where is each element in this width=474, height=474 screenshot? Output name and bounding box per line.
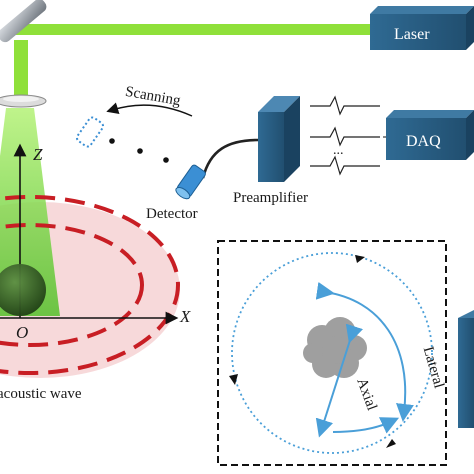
scanning-path <box>75 116 169 163</box>
lateral-arrow <box>315 281 414 422</box>
daq-box: DAQ <box>386 110 474 160</box>
lens <box>0 94 47 108</box>
detector-label: Detector <box>146 206 198 222</box>
sample-sphere <box>0 264 46 316</box>
acoustic-wavefronts <box>0 195 180 375</box>
laser-label: Laser <box>394 26 430 43</box>
inset-box <box>217 240 447 466</box>
laser-cone <box>0 108 60 316</box>
acoustic-wave-label: acoustic wave <box>0 386 82 402</box>
preamplifier-box <box>258 96 300 182</box>
preamplifier-label: Preamplifier <box>233 190 308 206</box>
origin-label: O <box>16 323 28 342</box>
axis-x-label: X <box>179 307 191 326</box>
laser-box: Laser <box>370 6 474 50</box>
detector <box>175 138 259 200</box>
daq-label: DAQ <box>406 133 441 150</box>
signal-traces <box>310 95 380 176</box>
scan-circle-arrowheads <box>229 255 396 448</box>
display-box <box>458 310 474 428</box>
axial-arrow <box>315 323 364 438</box>
target-blob <box>303 317 367 378</box>
mirror <box>0 0 47 43</box>
scanning-arrow <box>106 102 193 117</box>
signal-ellipsis: ... <box>333 143 344 158</box>
lateral-label: Lateral <box>420 345 447 390</box>
axial-label: Axial <box>353 376 379 413</box>
scan-circle <box>231 252 433 454</box>
laser-beam <box>14 24 376 100</box>
axial-arc <box>332 417 400 434</box>
axis-z-label: Z <box>33 145 43 164</box>
